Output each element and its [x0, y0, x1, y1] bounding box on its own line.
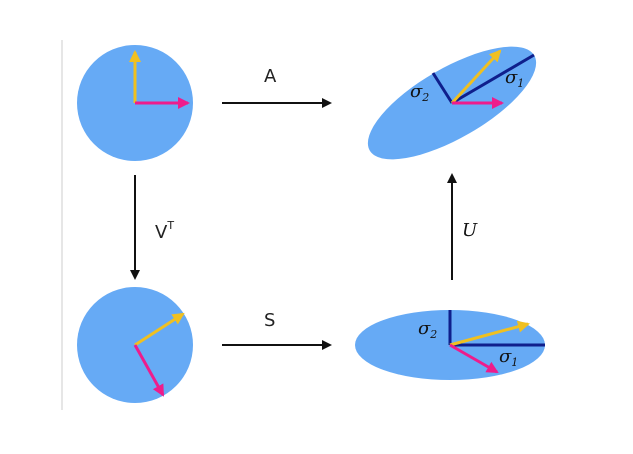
label-VT: VT — [155, 219, 174, 243]
sigma1-label-scaled: σ1 — [499, 346, 518, 369]
unit-circle-original — [77, 45, 193, 161]
label-S: S — [264, 310, 275, 331]
sigma2-label-scaled: σ2 — [418, 318, 437, 341]
ellipse-scaled: σ2 σ1 — [355, 310, 545, 380]
magenta-rotated-vector — [133, 344, 165, 397]
unit-circle-rotated — [77, 287, 193, 403]
ellipse-result — [367, 46, 537, 160]
label-A: A — [264, 66, 277, 87]
sigma1-axis-result — [451, 53, 535, 105]
yellow-scaled-vector — [449, 320, 530, 347]
sigma2-label-result: σ2 — [410, 81, 429, 104]
yellow-rotated-vector — [134, 312, 185, 347]
sigma2-axis-result — [431, 72, 454, 104]
magenta-scaled-vector — [449, 343, 499, 374]
yellow-result-vector — [450, 49, 502, 105]
label-U: U — [462, 220, 478, 241]
sigma1-label-result: σ1 — [505, 67, 524, 90]
